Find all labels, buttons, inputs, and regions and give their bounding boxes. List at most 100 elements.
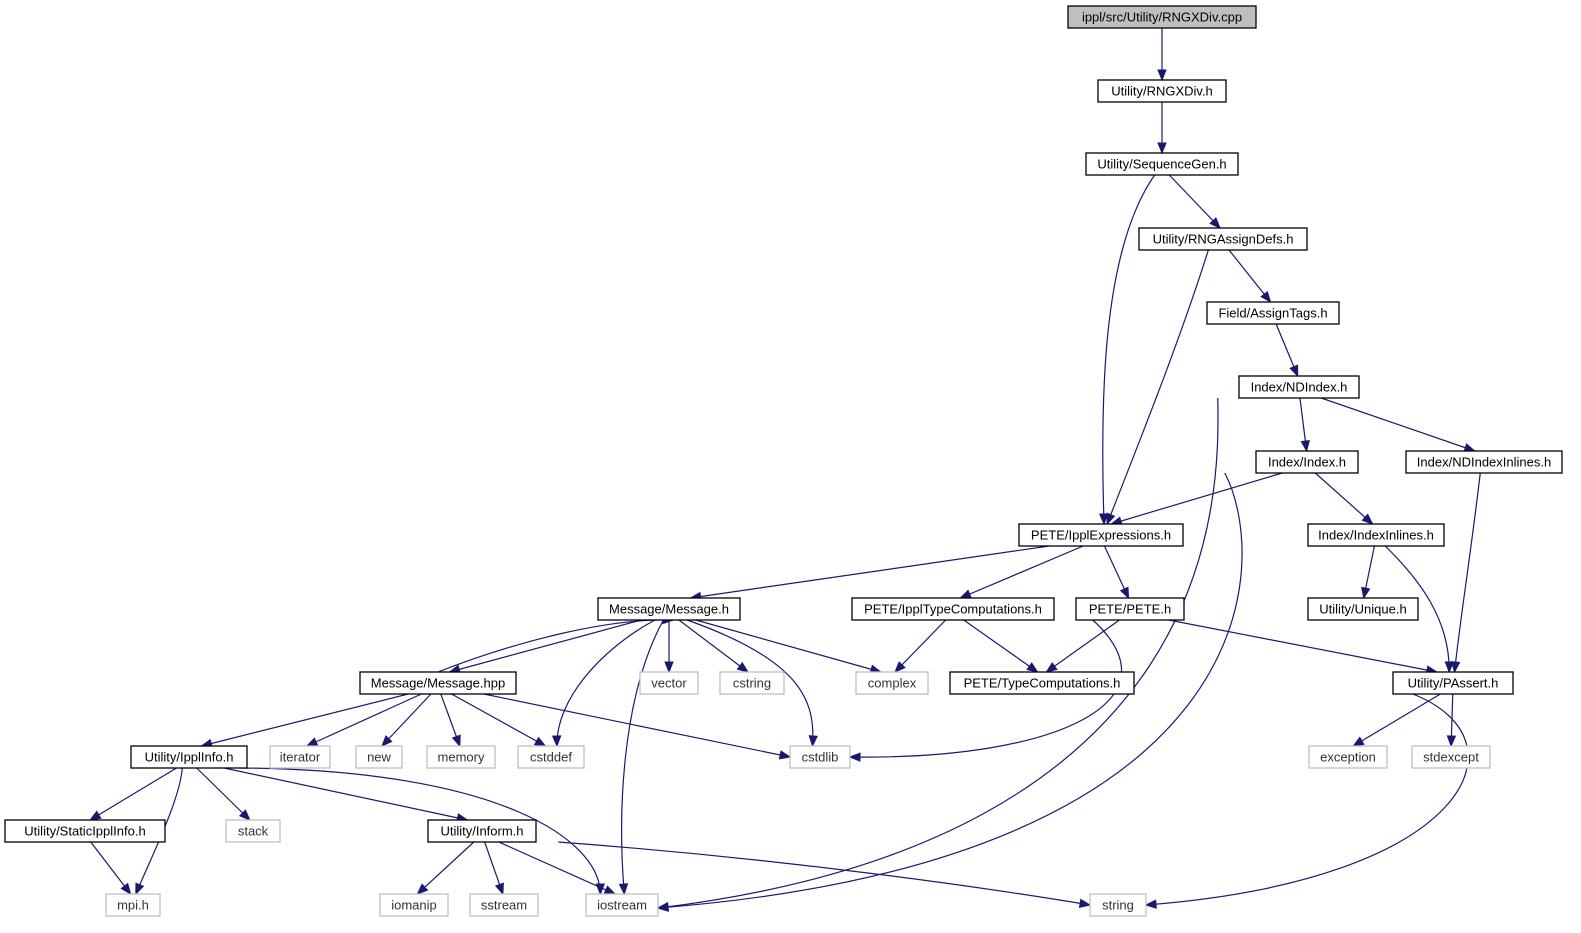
node-index[interactable]: Index/Index.h (1255, 450, 1359, 474)
edge-arrowhead (664, 661, 674, 674)
node-box (1308, 745, 1388, 769)
node-label: Utility/PAssert.h (1408, 676, 1499, 691)
edge-line (498, 841, 616, 895)
node-iomanip: iomanip (379, 893, 449, 917)
node-label: mpi.h (117, 898, 149, 913)
node-root[interactable]: ippl/src/Utility/RNGXDiv.cpp (1067, 5, 1257, 29)
edge-ndindex-to-ndindexinl (1321, 397, 1477, 453)
edge-arrowhead (1157, 69, 1167, 82)
edge-message-to-complex (695, 619, 883, 674)
node-label: stdexcept (1423, 750, 1479, 765)
node-box (105, 893, 161, 917)
edge-line (894, 619, 947, 673)
edge-arrowhead (1260, 290, 1272, 304)
node-assigntags[interactable]: Field/AssignTags.h (1206, 301, 1340, 325)
edge-line (381, 693, 432, 747)
node-box (379, 893, 449, 917)
edge-pete-to-cstdlib (848, 619, 1123, 762)
node-stack: stack (225, 819, 281, 843)
node-messagehpp[interactable]: Message/Message.hpp (359, 671, 517, 695)
edge-line (483, 693, 791, 758)
node-string: string (1089, 893, 1147, 917)
edge-arrowhead (416, 883, 429, 895)
edge-arrowhead (603, 885, 617, 895)
edge-line (690, 545, 1050, 599)
edge-line (963, 619, 1038, 673)
edge-arrowhead (848, 752, 861, 762)
edge-arrowhead (808, 735, 818, 748)
node-indexinl[interactable]: Index/IndexInlines.h (1307, 523, 1445, 547)
node-inform[interactable]: Utility/Inform.h (427, 819, 537, 843)
node-passert[interactable]: Utility/PAssert.h (1392, 671, 1514, 695)
edge-root-to-rngxdiv_h (1157, 28, 1167, 82)
edge-message-to-cstddef (551, 619, 656, 748)
edge-arrowhead (1209, 217, 1221, 229)
edge-message-to-messagehpp (448, 619, 642, 674)
edge-messagehpp-to-new (381, 693, 432, 747)
node-pete[interactable]: PETE/PETE.h (1075, 597, 1185, 621)
node-message[interactable]: Message/Message.h (597, 597, 741, 621)
node-box (225, 819, 281, 843)
edge-arrowhead (1157, 142, 1167, 155)
edge-line (1168, 174, 1221, 229)
node-label: memory (438, 750, 485, 765)
node-staticippl[interactable]: Utility/StaticIpplInfo.h (4, 819, 166, 843)
node-box (1238, 375, 1360, 399)
edge-messagehpp-to-cstddef (451, 693, 547, 747)
node-ipplinfo[interactable]: Utility/IpplInfo.h (130, 745, 248, 769)
node-seqgen[interactable]: Utility/SequenceGen.h (1085, 152, 1239, 176)
edge-line (89, 767, 177, 821)
edge-assigntags-to-ndindex (1275, 323, 1299, 378)
node-box (1392, 671, 1514, 695)
edge-line (686, 619, 814, 747)
node-ndindex[interactable]: Index/NDIndex.h (1238, 375, 1360, 399)
node-mpi: mpi.h (105, 893, 161, 917)
node-rngxdiv-h[interactable]: Utility/RNGXDiv.h (1097, 79, 1227, 103)
edge-line (90, 841, 132, 895)
node-box (585, 893, 659, 917)
edge-arrowhead (656, 902, 669, 912)
node-box (1206, 301, 1340, 325)
node-label: new (367, 750, 391, 765)
node-box (1138, 227, 1308, 251)
node-ippltype[interactable]: PETE/IpplTypeComputations.h (851, 597, 1055, 621)
node-rngassign[interactable]: Utility/RNGAssignDefs.h (1138, 227, 1308, 251)
node-label: PETE/IpplExpressions.h (1031, 528, 1171, 543)
edge-arrowhead (778, 750, 792, 760)
node-label: exception (1320, 750, 1376, 765)
node-box (1307, 523, 1445, 547)
edge-inform-to-string (558, 841, 1092, 908)
node-box (130, 745, 248, 769)
node-memory: memory (426, 745, 496, 769)
edge-indexinl-to-unique (1361, 545, 1376, 600)
edge-arrowhead (1119, 586, 1130, 600)
node-label: iomanip (391, 898, 437, 913)
edge-ipplexpr-to-message (689, 545, 1050, 602)
edge-passert-to-exception (1352, 693, 1441, 747)
node-label: Message/Message.hpp (371, 676, 505, 691)
node-label: PETE/PETE.h (1089, 602, 1171, 617)
edge-line (201, 693, 409, 747)
edge-line (556, 619, 656, 747)
node-box (1085, 152, 1239, 176)
edge-arrowhead (1450, 661, 1461, 674)
edge-line (1352, 693, 1441, 747)
node-iostream: iostream (585, 893, 659, 917)
edge-line (695, 619, 882, 673)
node-ipplexpr[interactable]: PETE/IpplExpressions.h (1018, 523, 1184, 547)
edge-messagehpp-to-cstdlib (483, 693, 792, 760)
node-unique[interactable]: Utility/Unique.h (1307, 597, 1419, 621)
node-typecomp[interactable]: PETE/TypeComputations.h (949, 671, 1135, 695)
node-label: cstddef (530, 750, 572, 765)
edge-arrowhead (1045, 662, 1058, 673)
node-label: Index/NDIndexInlines.h (1417, 455, 1551, 470)
node-box (1307, 597, 1419, 621)
edge-line (1102, 174, 1156, 525)
node-ndindexinl[interactable]: Index/NDIndexInlines.h (1405, 450, 1563, 474)
node-label: Index/Index.h (1268, 455, 1346, 470)
node-box (719, 671, 785, 695)
node-label: iterator (280, 750, 321, 765)
node-label: Utility/SequenceGen.h (1097, 157, 1226, 172)
edge-ipplinfo-to-inform (224, 767, 469, 823)
edge-rngxdiv_h-to-seqgen (1157, 102, 1167, 155)
